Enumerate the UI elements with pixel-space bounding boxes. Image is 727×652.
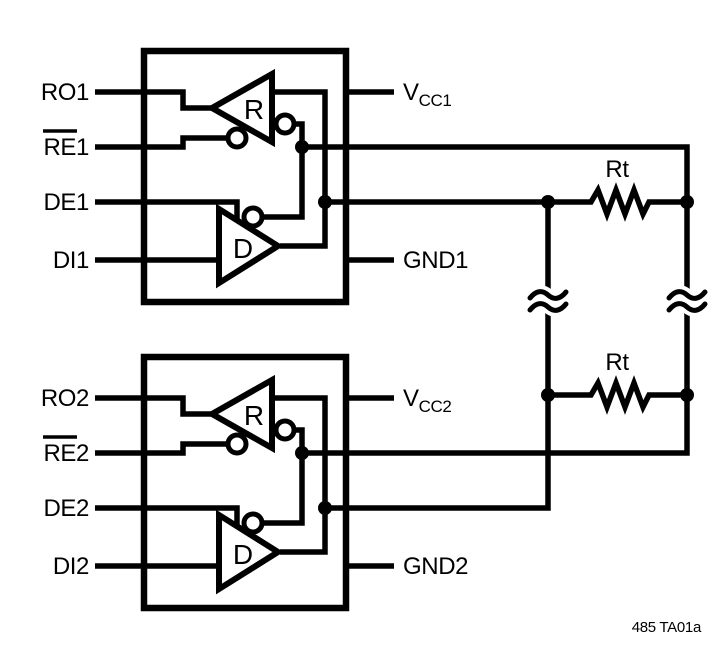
driver-1-output-z-bubble <box>241 205 265 229</box>
vcc1-subscript: CC1 <box>419 91 452 110</box>
bus-wire-b-lower <box>346 308 690 456</box>
junction-dot <box>318 501 332 515</box>
rt-top-label: Rt <box>605 156 629 183</box>
transceiver-1-package-outline <box>140 47 350 306</box>
receiver-2-enable-bubble <box>225 432 249 456</box>
pin-label-re2: RE2 <box>44 440 90 467</box>
pin-label-gnd1: GND1 <box>403 247 468 274</box>
transceiver-2-package-outline <box>140 353 350 612</box>
junction-dot <box>295 140 309 154</box>
junction-dot <box>680 195 694 209</box>
rt-bottom-label: Rt <box>605 349 629 376</box>
junction-dot <box>541 195 555 209</box>
de2-wire <box>95 505 240 528</box>
bus-a-internal-wire-1 <box>272 89 328 249</box>
pin-label-de1: DE1 <box>44 189 90 216</box>
pin-label-vcc1: VCC1 <box>403 79 451 110</box>
driver-2-output-z-bubble <box>241 511 265 535</box>
driver-2-label: D <box>233 539 253 570</box>
cable-break-icon <box>662 285 712 317</box>
transceiver-1: RO1 RE1 DE1 DI1 VCC1 GND1 R D <box>41 47 469 306</box>
pin-label-gnd2: GND2 <box>403 553 468 580</box>
ro2-wire <box>95 395 211 417</box>
receiver-2-label: R <box>244 400 264 431</box>
transceiver-2: RO2 RE2 DE2 DI2 VCC2 GND2 R D <box>41 353 469 612</box>
pin-label-di2: DI2 <box>53 553 89 580</box>
pin-label-de2: DE2 <box>44 495 90 522</box>
bus-b-internal-wire-2 <box>263 427 305 526</box>
bus-wire-b-upper <box>346 144 690 294</box>
rt-bottom-resistor <box>548 375 687 415</box>
vcc2-subscript: CC2 <box>419 397 452 416</box>
junction-dot <box>541 388 555 402</box>
pin-label-di1: DI1 <box>53 247 89 274</box>
driver-1-label: D <box>233 233 253 264</box>
pin-label-ro2: RO2 <box>41 385 89 412</box>
bus-b-internal-wire-1 <box>263 121 305 220</box>
vcc1-main: V <box>403 79 419 106</box>
receiver-1-enable-bubble <box>225 126 249 150</box>
cable-break-icon <box>523 285 573 317</box>
junction-dot <box>318 195 332 209</box>
pin-label-re1: RE1 <box>44 134 90 161</box>
de1-wire <box>95 199 240 222</box>
bus-wire-a-with-rt-top-resistor <box>346 182 687 222</box>
pin-label-vcc2: VCC2 <box>403 385 451 416</box>
junction-dot <box>295 446 309 460</box>
receiver-1-label: R <box>244 94 264 125</box>
re2-wire <box>95 441 230 456</box>
figure-code: 485 TA01a <box>632 619 702 636</box>
bus-wire-a-vertical-lower <box>346 308 551 511</box>
receiver-1-input-b-bubble <box>273 112 297 136</box>
ro1-wire <box>95 89 211 111</box>
re1-wire <box>95 135 230 150</box>
receiver-1-triangle <box>205 68 275 148</box>
vcc2-main: V <box>403 385 419 412</box>
pin-label-ro1: RO1 <box>41 79 89 106</box>
bus-a-internal-wire-2 <box>272 395 328 555</box>
junction-dot <box>680 388 694 402</box>
receiver-2-input-b-bubble <box>273 418 297 442</box>
receiver-2-triangle <box>205 374 275 454</box>
